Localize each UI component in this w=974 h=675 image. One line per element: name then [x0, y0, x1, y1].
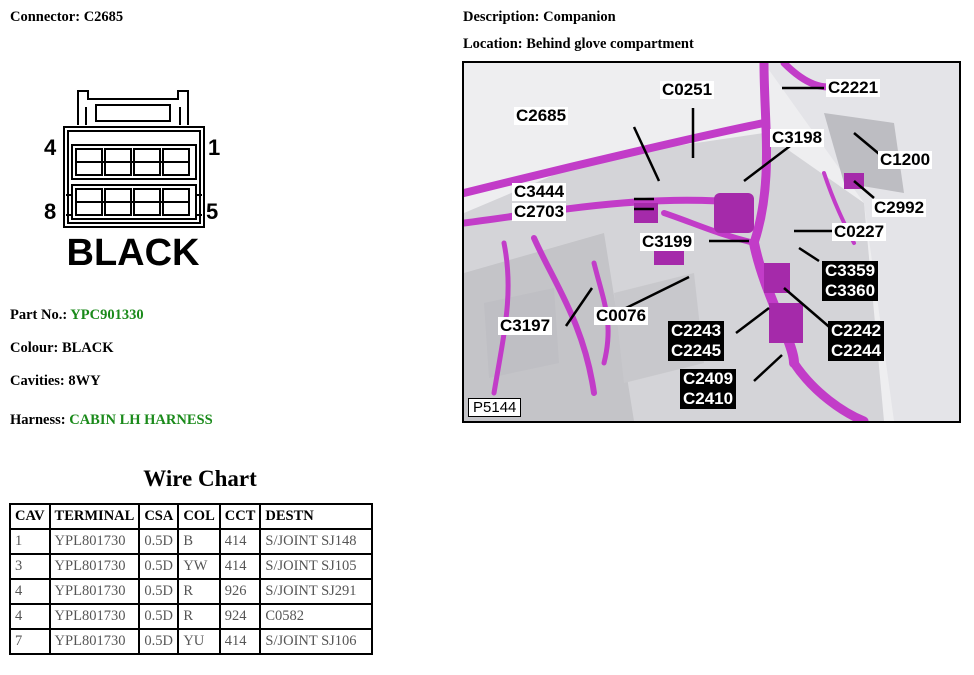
pin-label-5: 5	[206, 199, 218, 224]
cavities: Cavities: 8WY	[10, 373, 101, 390]
table-cell: C0582	[259, 603, 374, 630]
connector-label: Connector:	[10, 9, 81, 25]
table-cell: YPL801730	[48, 528, 141, 555]
description-value: Companion	[543, 9, 616, 25]
table-cell: 3	[9, 553, 51, 580]
callout-c0227: C0227	[832, 222, 887, 241]
column-header: CAV	[9, 503, 51, 530]
location-label: Location:	[463, 36, 523, 52]
table-cell: 414	[218, 553, 262, 580]
table-cell: S/JOINT SJ106	[259, 628, 374, 655]
table-cell: 0.5D	[138, 628, 180, 655]
table-cell: S/JOINT SJ291	[259, 578, 374, 605]
column-header: CCT	[218, 503, 262, 530]
colour-label: Colour:	[10, 340, 59, 356]
table-cell: 926	[218, 578, 262, 605]
callout-c2992: C2992	[872, 198, 927, 217]
table-cell: YPL801730	[48, 553, 141, 580]
colour-value: BLACK	[61, 340, 114, 356]
photo-reference: P5144	[468, 398, 522, 417]
callout-c3199: C3199	[640, 232, 695, 251]
callout-c2221: C2221	[826, 78, 881, 97]
table-header-row: CAV TERMINAL CSA COL CCT DESTN	[9, 503, 374, 530]
harness-label: Harness:	[10, 412, 66, 428]
location: Location: Behind glove compartment	[463, 36, 694, 53]
connector-colour-text: BLACK	[67, 232, 201, 274]
callout-c2242: C2242	[828, 321, 885, 341]
table-cell: YPL801730	[48, 628, 141, 655]
column-header: COL	[177, 503, 221, 530]
table-cell: 414	[218, 628, 262, 655]
location-photo: C0251 C2221 C2685 C3198 C1200 C3444 C270…	[462, 61, 961, 423]
table-cell: 0.5D	[138, 553, 180, 580]
column-header: CSA	[138, 503, 180, 530]
callout-c2703: C2703	[512, 202, 567, 221]
connector-face-diagram: 4 1 8 5 BLACK	[44, 90, 220, 274]
column-header: TERMINAL	[48, 503, 141, 530]
pin-label-8: 8	[44, 199, 56, 224]
callout-c2409: C2409	[680, 369, 737, 389]
table-cell: 4	[9, 578, 51, 605]
table-cell: B	[177, 528, 221, 555]
table-cell: S/JOINT SJ105	[259, 553, 374, 580]
part-number-link[interactable]: YPC901330	[70, 307, 144, 323]
table-cell: R	[177, 578, 221, 605]
connector-title: Connector: C2685	[10, 9, 123, 26]
callout-c2245: C2245	[668, 341, 725, 361]
column-header: DESTN	[259, 503, 374, 530]
pin-label-1: 1	[208, 135, 220, 160]
colour: Colour: BLACK	[10, 340, 114, 357]
callout-c3197: C3197	[498, 316, 553, 335]
table-cell: YW	[177, 553, 221, 580]
location-value: Behind glove compartment	[526, 36, 694, 52]
wire-chart-table: CAV TERMINAL CSA COL CCT DESTN 1 YPL8017…	[9, 503, 374, 655]
table-cell: YU	[177, 628, 221, 655]
table-row: 1 YPL801730 0.5D B 414 S/JOINT SJ148	[9, 528, 374, 555]
table-cell: 0.5D	[138, 578, 180, 605]
callout-c0076: C0076	[594, 306, 649, 325]
wire-chart-title: Wire Chart	[143, 466, 257, 491]
part-number-label: Part No.:	[10, 307, 68, 323]
table-cell: 924	[218, 603, 262, 630]
callout-c2244: C2244	[828, 341, 885, 361]
table-row: 4 YPL801730 0.5D R 926 S/JOINT SJ291	[9, 578, 374, 605]
table-cell: 0.5D	[138, 603, 180, 630]
callout-c3198: C3198	[770, 128, 825, 147]
harness-link[interactable]: CABIN LH HARNESS	[69, 412, 213, 428]
callout-c2243: C2243	[668, 321, 725, 341]
callout-c0251: C0251	[660, 80, 715, 99]
table-cell: YPL801730	[48, 603, 141, 630]
pin-label-4: 4	[44, 135, 57, 160]
table-cell: 1	[9, 528, 51, 555]
part-number: Part No.: YPC901330	[10, 307, 144, 324]
callout-c3444: C3444	[512, 182, 567, 201]
callout-c3359: C3359	[822, 261, 879, 281]
table-row: 4 YPL801730 0.5D R 924 C0582	[9, 603, 374, 630]
description: Description: Companion	[463, 9, 616, 26]
table-cell: 414	[218, 528, 262, 555]
table-row: 3 YPL801730 0.5D YW 414 S/JOINT SJ105	[9, 553, 374, 580]
table-cell: 0.5D	[138, 528, 180, 555]
callout-c1200: C1200	[878, 150, 933, 169]
table-cell: YPL801730	[48, 578, 141, 605]
harness: Harness: CABIN LH HARNESS	[10, 412, 213, 429]
description-label: Description:	[463, 9, 540, 25]
callout-c2685: C2685	[514, 106, 569, 125]
table-cell: 7	[9, 628, 51, 655]
callout-c2410: C2410	[680, 389, 737, 409]
table-cell: S/JOINT SJ148	[259, 528, 374, 555]
table-cell: 4	[9, 603, 51, 630]
table-row: 7 YPL801730 0.5D YU 414 S/JOINT SJ106	[9, 628, 374, 655]
cavities-value: 8WY	[68, 373, 101, 389]
cavities-label: Cavities:	[10, 373, 65, 389]
table-cell: R	[177, 603, 221, 630]
callout-c3360: C3360	[822, 281, 879, 301]
connector-value: C2685	[83, 9, 124, 25]
